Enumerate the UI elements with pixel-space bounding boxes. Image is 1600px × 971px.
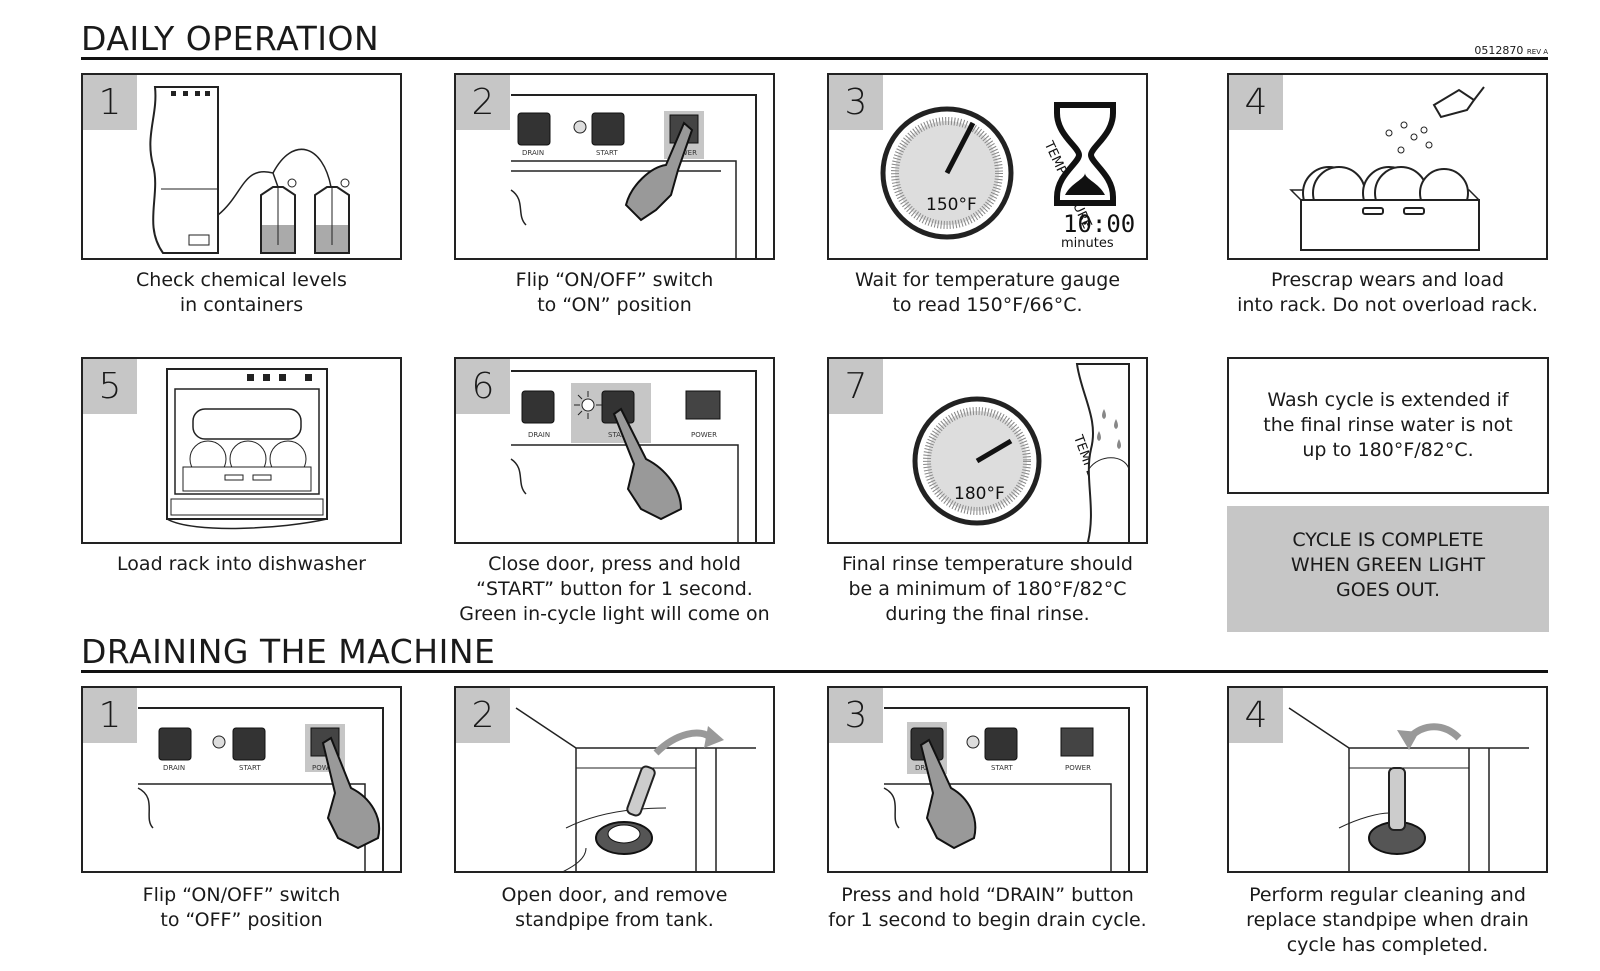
step-number: 6 [456,359,510,414]
control-panel-icon: DRAIN START POWER [510,370,757,542]
drain-label: DRAIN [522,149,544,157]
standpipe-icon [515,707,756,871]
daily-step-6-caption: Close door, press and hold“START” button… [459,553,770,625]
draining-title: DRAINING THE MACHINE [81,632,496,671]
spray-nozzle-icon [1385,86,1485,154]
timer-unit: minutes [1061,236,1114,251]
daily-step-1-panel: 1 [81,73,402,260]
pointing-hand-icon [612,407,683,521]
power-label: POWER [1065,764,1091,772]
drain-label: DRAIN [163,764,185,772]
start-label: START [608,431,630,439]
step-number: 4 [1229,75,1283,130]
arrow-icon [1397,723,1462,750]
daily-step-2-panel: DRAIN START POWER 2 [454,73,775,260]
draining-rule [81,670,1548,673]
standpipe-icon [1288,707,1529,871]
drain-step-1-panel: DRAIN START POWER 1 [81,686,402,873]
arrow-icon [653,726,724,756]
power-label: POWER [691,431,717,439]
control-panel-icon: DRAIN START POWER [510,94,757,258]
step-number: 7 [829,359,883,414]
gauge-180-label: 180°F [954,484,1005,504]
daily-operation-title: DAILY OPERATION [81,19,380,58]
daily-step-5-caption: Load rack into dishwasher [117,553,366,575]
start-label: START [991,764,1013,772]
control-panel-icon: DRAIN START POWER [883,707,1130,871]
step-number: 1 [83,75,137,130]
daily-step-3-panel: 150°F TEMPERATURE 10:00 minutes 3 [827,73,1148,260]
step-number: 2 [456,688,510,743]
daily-step-5-panel: 5 [81,357,402,544]
drain-step-4-panel: 4 [1227,686,1548,873]
drain-label: DRAIN [528,431,550,439]
temperature-gauge-icon: 180°F TEMPERATURE [912,363,1130,542]
step-number: 2 [456,75,510,130]
step-number: 1 [83,688,137,743]
daily-step-4-panel: 4 [1227,73,1548,260]
temperature-gauge-icon: 150°F TEMPERATURE 10:00 minutes [880,102,1135,251]
power-label: POWER [312,764,338,772]
chemical-container-icon [217,148,350,254]
daily-step-7-panel: 180°F TEMPERATURE 7 [827,357,1148,544]
step-number: 4 [1229,688,1283,743]
dish-rack-icon [1289,86,1485,251]
gauge-150-label: 150°F [926,195,977,215]
title-rule [81,57,1548,60]
start-label: START [596,149,618,157]
step-number: 3 [829,75,883,130]
start-label: START [239,764,261,772]
document-number: 0512870 REV A [1474,44,1548,57]
step-number: 5 [83,359,137,414]
drain-step-3-panel: DRAIN START POWER 3 [827,686,1148,873]
control-panel-icon: DRAIN START POWER [137,707,384,871]
timer-value: 10:00 [1063,210,1135,238]
hourglass-icon [1054,102,1116,206]
dishwasher-icon [149,86,350,254]
drain-step-2-panel: 2 [454,686,775,873]
pointing-hand-icon [321,736,381,850]
pointing-hand-icon [624,121,694,222]
dishwasher-icon [166,368,328,530]
water-drop-icon [1097,409,1121,449]
pointing-hand-icon [919,738,977,850]
daily-step-6-panel: DRAIN START POWER 6 [454,357,775,544]
step-number: 3 [829,688,883,743]
